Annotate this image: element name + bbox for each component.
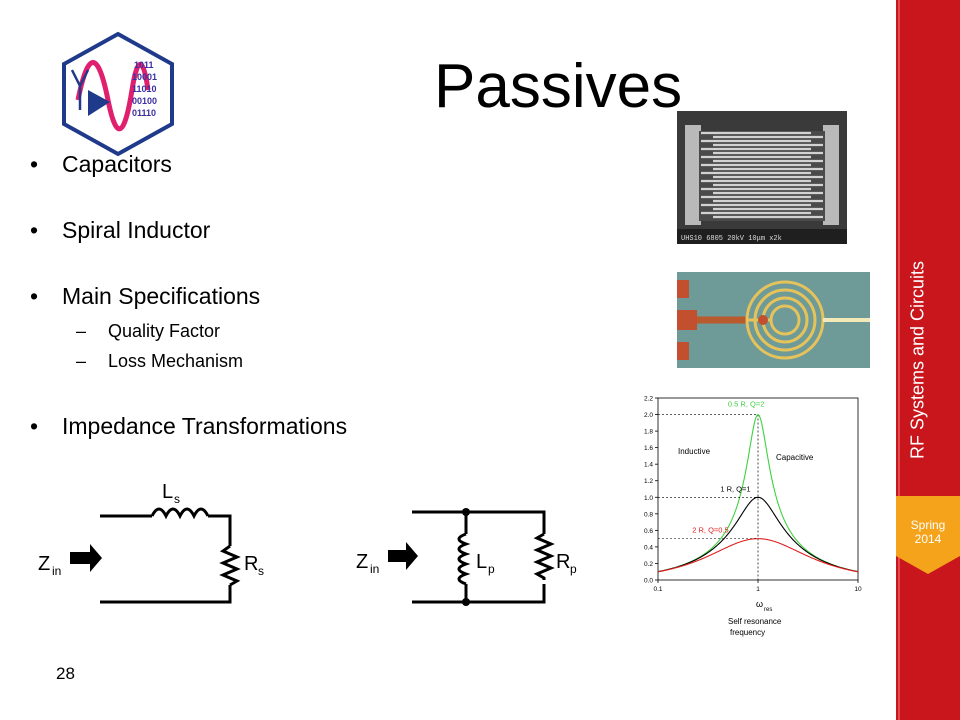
- logo: 1011 10001 11010 00100 01110: [62, 31, 174, 157]
- logo-bits-2: 10001: [132, 72, 157, 82]
- label-r: R: [556, 551, 570, 573]
- capacitor-sem-photo: UHS10 6805 20kV 10μm x2k: [677, 111, 847, 244]
- label-l-sub: s: [174, 492, 180, 506]
- q-factor-chart: 0.0 0.2 0.4 0.6 0.8 1.0 1.2 1.4 1.6 1.8 2.0 2.2 0.1 1…: [644, 396, 862, 638]
- region-label-inductive: Inductive: [678, 447, 711, 456]
- label-z: Z: [38, 553, 50, 575]
- term-badge: [896, 496, 960, 574]
- series-label: 0.5 R, Q=2: [728, 400, 764, 409]
- term-text: Spring 2014: [896, 518, 960, 546]
- term-season: Spring: [910, 518, 946, 532]
- input-arrow: [70, 544, 102, 572]
- side-banner-stripe: [898, 0, 900, 720]
- label-z: Z: [356, 551, 368, 573]
- bullet-dot: •: [30, 151, 39, 177]
- resistor-rp: [533, 532, 555, 580]
- plot-frame: [657, 397, 859, 581]
- bullet-dot: •: [30, 413, 39, 439]
- y-tick-label: 1.4: [644, 462, 653, 469]
- series-line: [657, 496, 859, 573]
- x-caption-line-1: Self resonance: [728, 617, 782, 626]
- sub-bullet-text: Loss Mechanism: [108, 351, 244, 371]
- label-r: R: [244, 553, 258, 575]
- y-tick-label: 0.8: [644, 511, 653, 518]
- logo-bits-1: 1011: [134, 60, 154, 70]
- course-name-text: RF Systems and Circuits: [907, 260, 928, 460]
- term-year: 2014: [914, 532, 942, 546]
- sub-bullet-item: – Loss Mechanism: [62, 346, 468, 376]
- logo-bits-4: 00100: [132, 96, 157, 106]
- label-l: L: [476, 551, 487, 573]
- sub-bullet-item: – Quality Factor: [62, 316, 468, 346]
- bullet-dot: •: [30, 217, 39, 243]
- resistor-rs: [219, 544, 241, 587]
- x-tick-label: 0.1: [653, 586, 662, 593]
- label-l: L: [162, 481, 173, 503]
- y-tick-label: 0.0: [644, 578, 653, 585]
- series-label: 2 R, Q=0.5: [692, 526, 728, 535]
- bullet-list: • Capacitors • Spiral Inductor • Main Speci…: [28, 148, 468, 442]
- label-z-sub: in: [370, 562, 379, 576]
- sub-bullet-list: – Quality Factor – Loss Mechanism: [62, 316, 468, 376]
- x-axis-label: ω: [756, 599, 763, 609]
- bullet-text: Spiral Inductor: [62, 217, 211, 243]
- y-tick-label: 0.6: [644, 528, 653, 535]
- series-rl-circuit: Z in L s R s: [38, 481, 264, 604]
- sem-caption: UHS10 6805 20kV 10μm x2k: [681, 235, 782, 243]
- y-tick-label: 1.0: [644, 495, 653, 502]
- y-tick-label: 0.2: [644, 561, 653, 568]
- inductor-lp: [457, 532, 471, 586]
- sub-bullet-dash: –: [76, 321, 87, 341]
- bullet-item: • Spiral Inductor: [28, 214, 468, 246]
- y-tick-label: 1.8: [644, 429, 653, 436]
- sub-bullet-dash: –: [76, 351, 87, 371]
- bullet-text: Impedance Transformations: [62, 413, 348, 439]
- logo-bits-3: 11010: [132, 84, 157, 94]
- x-tick-label: 10: [854, 586, 862, 593]
- y-tick-label: 2.0: [644, 412, 653, 419]
- series-line: [657, 538, 859, 573]
- y-tick-label: 0.4: [644, 544, 653, 551]
- label-l-sub: p: [488, 562, 495, 576]
- bullet-text: Main Specifications: [62, 283, 261, 309]
- region-label-capacitive: Capacitive: [776, 453, 814, 462]
- input-arrow: [388, 542, 418, 570]
- slide-number: 28: [56, 664, 75, 683]
- y-tick-label: 1.6: [644, 445, 653, 452]
- spiral-inductor-photo: [677, 272, 870, 368]
- bullet-item: • Main Specifications – Quality Factor – Lo…: [28, 280, 468, 376]
- bullet-item: • Impedance Transformations: [28, 410, 468, 442]
- bullet-item: • Capacitors: [28, 148, 468, 180]
- y-tick-label: 1.2: [644, 478, 653, 485]
- label-r-sub: p: [570, 562, 577, 576]
- side-banner: [896, 0, 960, 720]
- y-tick-label: 2.2: [644, 396, 653, 403]
- series-label: 1 R, Q=1: [720, 484, 750, 493]
- bullet-text: Capacitors: [62, 151, 172, 177]
- logo-bits-5: 01110: [132, 108, 156, 118]
- label-z-sub: in: [52, 564, 61, 578]
- x-caption-line-2: frequency: [730, 628, 765, 637]
- bullet-dot: •: [30, 283, 39, 309]
- label-r-sub: s: [258, 564, 264, 578]
- sub-bullet-text: Quality Factor: [108, 321, 221, 341]
- inductor-ls: [150, 507, 210, 520]
- x-axis-label-sub: res: [764, 607, 772, 613]
- slide-title: Passives: [434, 52, 683, 121]
- x-tick-label: 1: [756, 586, 760, 593]
- parallel-rl-circuit: Z in L p R p: [356, 508, 577, 606]
